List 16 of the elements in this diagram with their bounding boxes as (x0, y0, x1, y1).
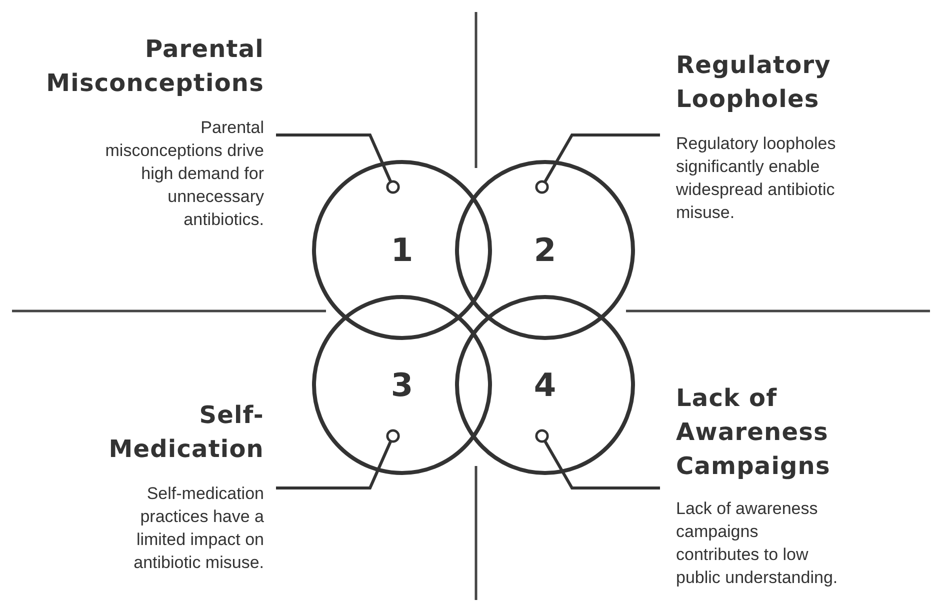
circle-number: 4 (534, 369, 556, 401)
section-heading: Self-Medication (108, 400, 264, 465)
section-heading: Regulatory Loopholes (676, 50, 832, 115)
description-text: Parental misconceptions drive high demand for unnecessary antibiotics. (104, 117, 264, 231)
leader-line (535, 429, 660, 490)
section-heading: Lack of Awareness Campaigns (676, 383, 832, 482)
circle-number: 1 (390, 234, 414, 266)
description-text: Self-medication practices have a limited impact on antibiotic misuse. (132, 483, 264, 574)
leader-line (276, 134, 400, 194)
circle-number: 2 (534, 234, 556, 266)
section-heading: Parental Misconceptions (45, 34, 264, 99)
leader-line (535, 134, 660, 194)
description-text: Regulatory loopholes significantly enable widespread antibiotic misuse. (676, 133, 837, 224)
description-text: Lack of awareness campaigns contributes to low public understanding. (676, 498, 839, 589)
leader-line (276, 429, 400, 490)
circle-number: 3 (390, 369, 414, 401)
